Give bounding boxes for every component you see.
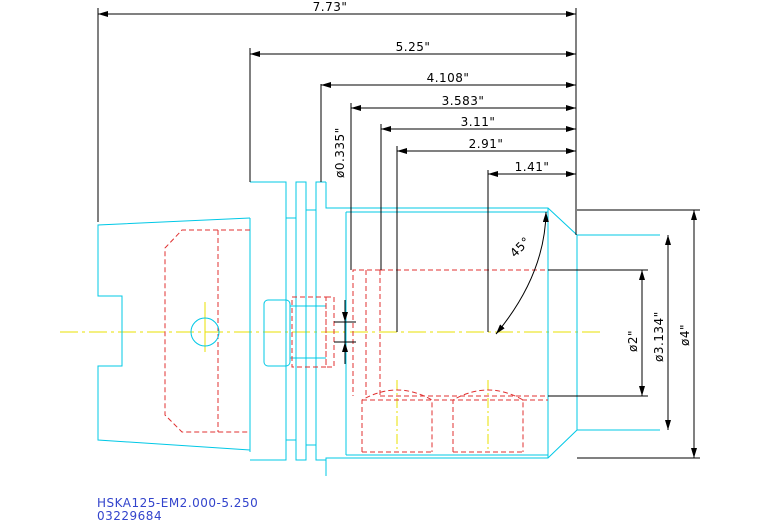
drawbar-stop — [325, 296, 335, 368]
dim-nose-diameter: ø3.134" — [652, 311, 666, 362]
dim-coolant-diameter: ø0.335" — [333, 127, 347, 178]
setscrew-boss-right — [452, 389, 524, 452]
hsk-taper-shank — [97, 217, 251, 451]
setscrew-boss-left — [361, 389, 433, 452]
centerlines — [60, 302, 600, 452]
title-block: HSKA125-EM2.000-5.250 03229684 — [97, 497, 258, 523]
dim-screw-2-position: 1.41" — [515, 160, 550, 174]
dim-overall-length: 7.73" — [313, 0, 348, 14]
model-number: HSKA125-EM2.000-5.250 — [97, 496, 259, 510]
coolant-bore — [164, 229, 250, 433]
dim-bore-diameter: ø2" — [626, 330, 640, 352]
part-number: 03229684 — [97, 509, 163, 523]
dim-gauge-length: 5.25" — [396, 40, 431, 54]
dim-body-diameter: ø4" — [678, 324, 692, 346]
dimension-lines — [97, 8, 700, 459]
endmill-bore — [352, 269, 380, 396]
flange — [250, 181, 326, 219]
dim-screw-1-position: 2.91" — [469, 137, 504, 151]
dim-chamfer-angle: 45° — [507, 234, 533, 260]
dim-bore-depth: 3.11" — [461, 115, 496, 129]
holder-body — [325, 182, 578, 476]
dim-body-length: 4.108" — [427, 71, 470, 85]
dimension-labels: 7.73" 5.25" 4.108" 3.583" 3.11" 2.91" 1.… — [313, 0, 692, 362]
dim-bore-length: 3.583" — [442, 94, 485, 108]
cross-hole — [190, 317, 220, 347]
hidden-features — [164, 229, 548, 453]
